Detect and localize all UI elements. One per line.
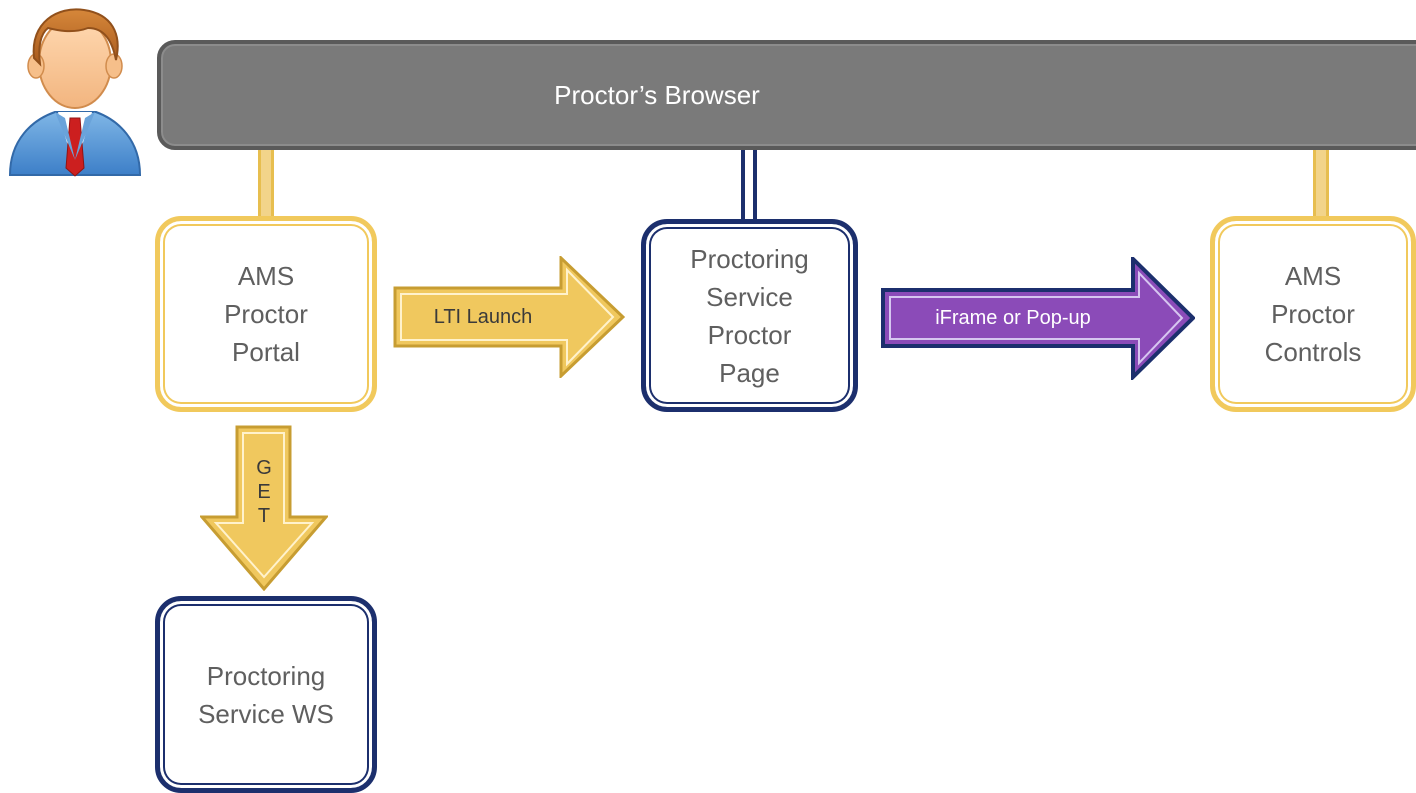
browser-bar: Proctor’s Browser (157, 40, 1416, 150)
ams-proctor-portal-box: AMS Proctor Portal (155, 216, 377, 412)
proctoring-service-ws-label: Proctoring Service WS (198, 660, 334, 729)
browser-bar-label: Proctor’s Browser (554, 79, 760, 110)
lti-launch-arrow: LTI Launch (393, 256, 625, 378)
get-arrow: G E T (200, 425, 328, 591)
ams-proctor-controls-label: AMS Proctor Controls (1264, 261, 1362, 367)
iframe-popup-arrow: iFrame or Pop-up (881, 257, 1195, 380)
get-label: G E T (256, 457, 272, 527)
iframe-popup-label: iFrame or Pop-up (935, 306, 1091, 329)
person-icon (0, 0, 150, 190)
lti-launch-label: LTI Launch (433, 305, 533, 328)
connector-browser-to-proctor-page (741, 149, 757, 221)
connector-browser-to-ams-portal (258, 149, 274, 219)
proctoring-service-proctor-page-box: Proctoring Service Proctor Page (641, 219, 858, 412)
connector-browser-to-ams-controls (1313, 149, 1329, 219)
ams-proctor-controls-box: AMS Proctor Controls (1210, 216, 1416, 412)
proctoring-service-proctor-page-label: Proctoring Service Proctor Page (690, 243, 809, 388)
proctoring-service-ws-box: Proctoring Service WS (155, 596, 377, 793)
ams-proctor-portal-label: AMS Proctor Portal (224, 261, 308, 367)
